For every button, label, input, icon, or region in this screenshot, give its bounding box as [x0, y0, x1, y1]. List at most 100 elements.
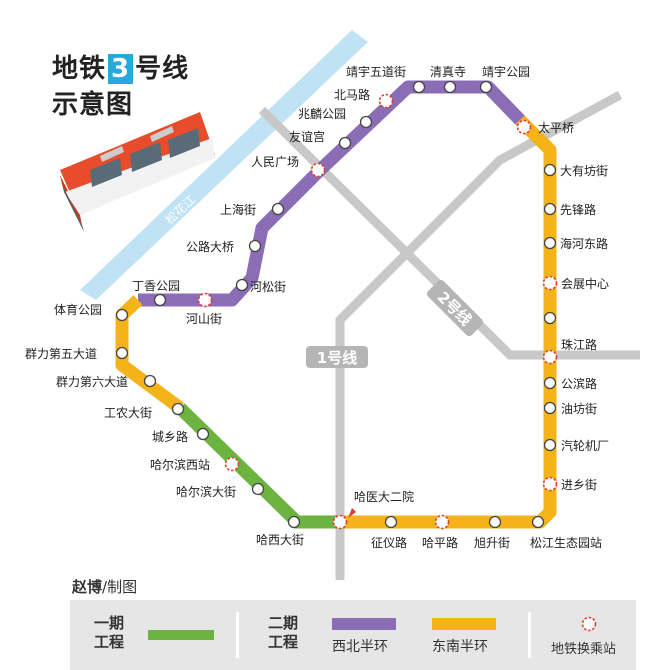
label-haihe: 海河东路: [560, 236, 608, 251]
line1-track: [335, 91, 623, 580]
station-zhaolin[interactable]: [359, 115, 373, 129]
label-chengxiang: 城乡路: [152, 429, 188, 444]
southeast-track-east: [345, 115, 557, 529]
label-beima: 北马路: [334, 87, 370, 102]
label-haxi: 哈西大街: [256, 533, 304, 547]
station-youdu[interactable]: [543, 401, 557, 415]
station-gongnong[interactable]: [171, 402, 185, 416]
transfer-markers: [197, 93, 558, 530]
label-xianfeng: 先锋路: [560, 202, 596, 217]
transfer-beima[interactable]: [378, 93, 394, 109]
car-lower: [65, 138, 215, 215]
transfer-haping[interactable]: [434, 514, 450, 530]
label-qingzhensi: 清真寺: [430, 65, 466, 79]
transfer-huizhan[interactable]: [542, 275, 558, 291]
label-hesong: 河松街: [250, 280, 286, 294]
station-unnamed[interactable]: [543, 311, 557, 325]
station-xusheng[interactable]: [488, 515, 502, 529]
station-qunli5[interactable]: [115, 346, 129, 360]
legend-transfer-label: 地铁换乘站: [551, 642, 617, 657]
transfer-hyd2[interactable]: [332, 514, 348, 530]
label-heshan: 河山街: [186, 312, 222, 326]
label-tiyu: 体育公园: [54, 302, 102, 317]
station-jingyu-park[interactable]: [479, 80, 493, 94]
legend-separator-2: [528, 612, 531, 658]
label-huizhan: 会展中心: [561, 276, 609, 291]
map-subtitle: 示意图: [52, 90, 134, 120]
line2-badge-group: 2号线: [426, 279, 484, 337]
label-songjiang: 松江生态园站: [530, 536, 602, 550]
transfer-heshan[interactable]: [197, 292, 213, 308]
legend: 一期 工程 二期 工程 西北半环 东南半环 地铁换乘站: [70, 600, 636, 670]
label-jinxiang: 进乡街: [561, 478, 597, 492]
southeast-track-west: [115, 295, 184, 414]
label-zhengyi: 征仪路: [371, 535, 407, 550]
legend-phase2-label: 二期 工程: [268, 614, 299, 651]
label-gongnong: 工农大街: [104, 406, 152, 420]
label-youdu: 油坊街: [561, 401, 597, 416]
songhua-river: [80, 30, 368, 300]
legend-phase1-label: 一期 工程: [94, 614, 125, 651]
station-zhengyi[interactable]: [384, 515, 398, 529]
station-songjiang[interactable]: [531, 515, 545, 529]
line-number-badge: 3: [108, 54, 134, 84]
label-zhujiang: 珠江路: [561, 337, 597, 352]
transfer-jinxiang[interactable]: [542, 476, 558, 492]
metro-map: 松花江 1号线 2号线: [25, 30, 640, 580]
label-dayoufang: 大有坊街: [560, 163, 608, 178]
label-jingyu-park: 靖宇公园: [482, 65, 530, 79]
station-qilun[interactable]: [543, 438, 557, 452]
station-shanghai[interactable]: [271, 202, 285, 216]
legend-southeast-label: 东南半环: [432, 639, 488, 655]
station-hrb-avenue[interactable]: [251, 482, 265, 496]
label-hrb-avenue: 哈尔滨大街: [176, 484, 236, 499]
station-gongyuan[interactable]: [543, 376, 557, 390]
station-chengxiang[interactable]: [196, 427, 210, 441]
station-youyi[interactable]: [338, 136, 352, 150]
station-jingyu-wudao[interactable]: [443, 80, 457, 94]
car-windows: [90, 128, 200, 187]
hyd2-pointer: [348, 508, 356, 518]
legend-northwest-swatch: [332, 618, 396, 630]
station-gonglu[interactable]: [248, 239, 262, 253]
line2-track: [258, 106, 640, 360]
label-qunli6: 群力第六大道: [56, 375, 128, 389]
label-jingyu-wudao: 靖宇五道街: [346, 65, 406, 79]
station-haxi[interactable]: [287, 515, 301, 529]
label-zhaolin: 兆麟公园: [298, 106, 346, 121]
line1-label: 1号线: [317, 349, 357, 367]
car-roof-units: [100, 126, 174, 162]
label-dingxiang: 丁香公园: [132, 279, 180, 293]
legend-northwest-label: 西北半环: [332, 639, 388, 655]
label-youyi: 友谊宫: [289, 129, 325, 144]
station-hesong[interactable]: [235, 278, 249, 292]
label-qunli5: 群力第五大道: [25, 347, 97, 361]
station-dayoufang[interactable]: [543, 163, 557, 177]
station-markers: [115, 80, 557, 529]
northwest-track: [138, 80, 525, 307]
transfer-hrb-west[interactable]: [224, 456, 240, 472]
station-qingzhensi[interactable]: [412, 80, 426, 94]
line2-badge: [426, 279, 484, 337]
credit-author: 赵博: [72, 578, 103, 596]
label-xusheng: 旭升街: [474, 536, 510, 550]
station-xianfeng[interactable]: [543, 202, 557, 216]
transfer-zhujiang[interactable]: [542, 349, 558, 365]
station-tiyu[interactable]: [115, 308, 129, 322]
label-qilun: 汽轮机厂: [561, 438, 609, 453]
line1-badge: [306, 346, 368, 368]
station-dingxiang[interactable]: [153, 293, 167, 307]
transfer-renmin[interactable]: [310, 162, 326, 178]
label-gongyuan: 公滨路: [561, 376, 597, 391]
transfer-taiping[interactable]: [516, 119, 532, 135]
label-taiping: 太平桥: [538, 120, 574, 135]
station-haihe[interactable]: [543, 236, 557, 250]
label-hrb-west: 哈尔滨西站: [150, 457, 210, 472]
station-qunli6[interactable]: [143, 374, 157, 388]
title-text-2: 号线: [135, 54, 190, 84]
legend-phase1-swatch: [148, 630, 214, 640]
car-bumper: [62, 184, 84, 232]
label-renmin: 人民广场: [251, 155, 299, 169]
credit: 赵博/制图: [72, 576, 137, 597]
